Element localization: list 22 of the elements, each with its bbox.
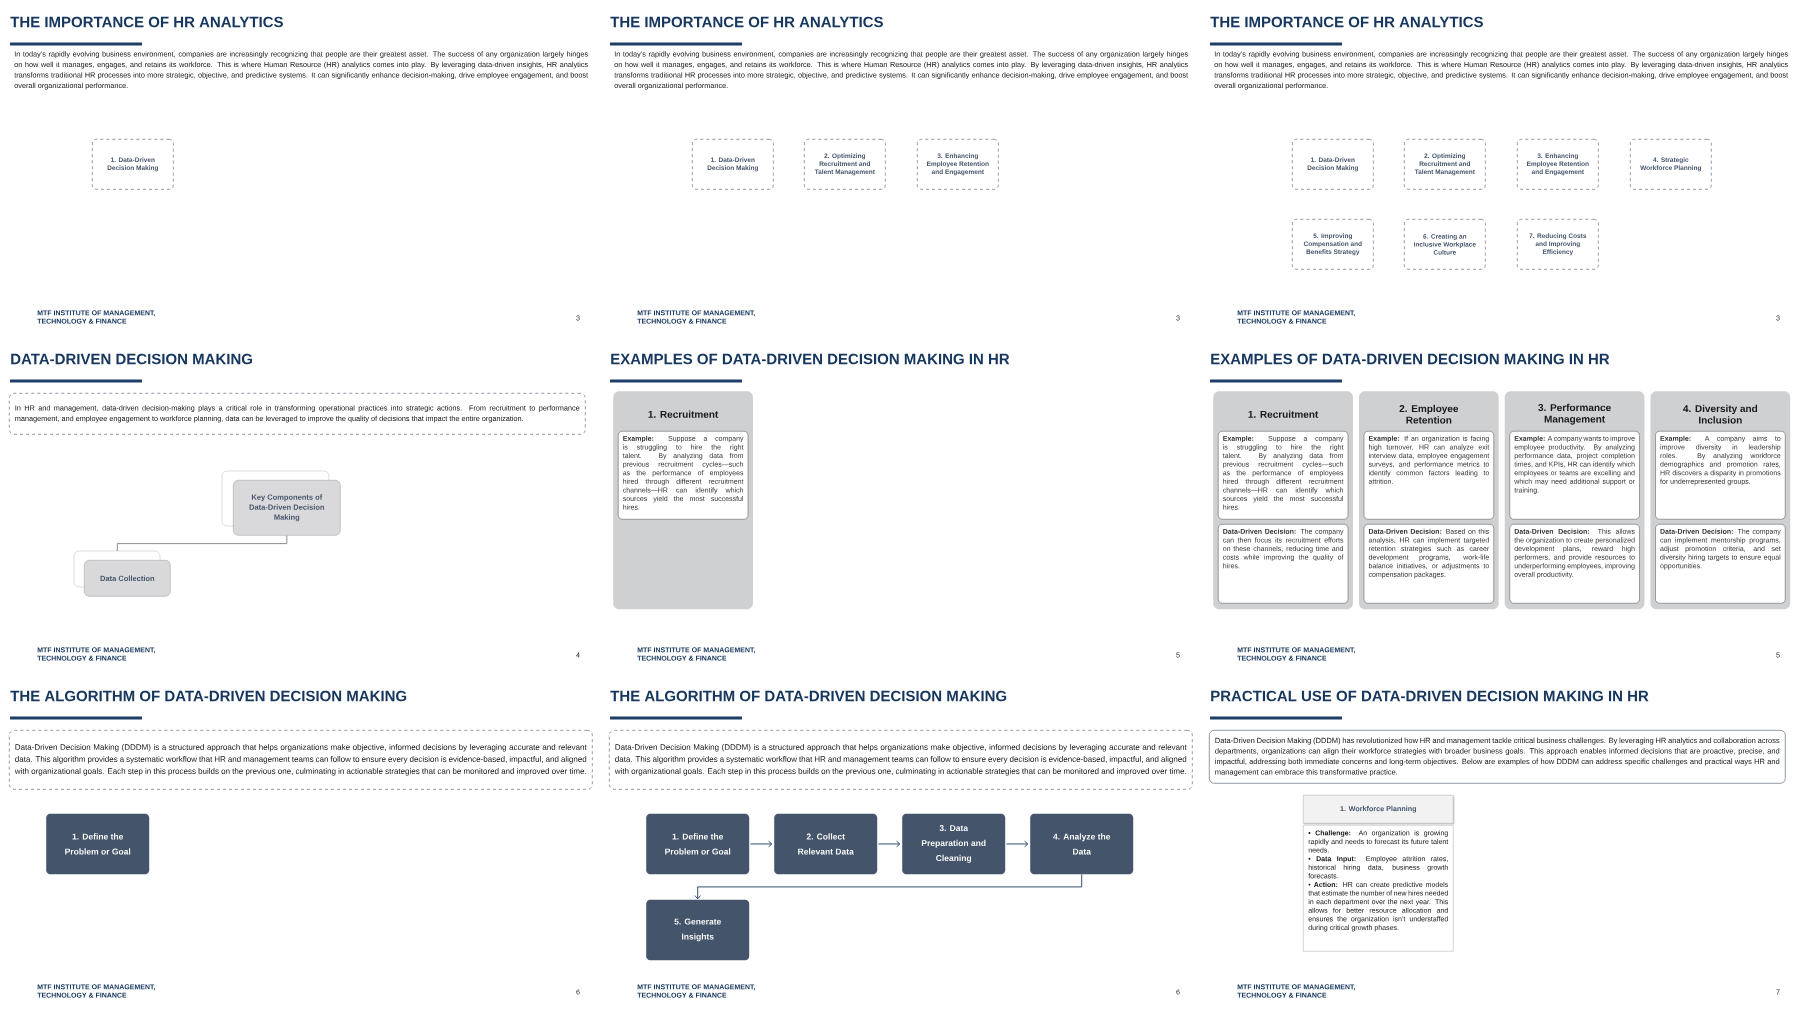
step-box: 5. Generate Insights <box>646 899 750 961</box>
arrow <box>694 873 1083 900</box>
arrow <box>749 840 773 848</box>
slide-title: THE IMPORTANCE OF HR ANALYTICS <box>1210 16 1483 28</box>
step-box: 4. Analyze the Data <box>1030 813 1134 875</box>
step-box: 2. Collect Relevant Data <box>774 813 878 875</box>
slide-title: EXAMPLES OF DATA-DRIVEN DECISION MAKING IN HR <box>1211 353 1610 365</box>
arrow <box>1005 840 1029 848</box>
text-box: Data-Driven Decision Making (DDDM) is a structured approach that helps organizations make objective, informed decisions by leveraging accurate and relevant data. This algorithm provides a systematic workflow that HR and management teams can follow to ensure every decision is evidence-based, impactful, and aligned with organizational goals. Each step in this process builds on the previous one, culminating in actionable strategies that can be monitored and improved over time. <box>9 730 593 790</box>
arrow <box>877 840 901 848</box>
slide-title: THE IMPORTANCE OF HR ANALYTICS <box>610 16 883 28</box>
connector-line <box>116 535 288 552</box>
slide-title: THE ALGORITHM OF DATA-DRIVEN DECISION MAKING <box>10 690 407 702</box>
step-box: 3. Data Preparation and Cleaning <box>902 813 1006 875</box>
slide-title: DATA-DRIVEN DECISION MAKING <box>11 353 252 365</box>
slide-title: THE IMPORTANCE OF HR ANALYTICS <box>10 16 283 28</box>
step-box: 1. Define the Problem or Goal <box>646 813 750 875</box>
slide-title: EXAMPLES OF DATA-DRIVEN DECISION MAKING IN HR <box>611 353 1010 365</box>
step-box: 1. Define the Problem or Goal <box>46 813 150 875</box>
slide-title: THE ALGORITHM OF DATA-DRIVEN DECISION MAKING <box>610 690 1007 702</box>
text-box: Data-Driven Decision Making (DDDM) is a structured approach that helps organizations make objective, informed decisions by leveraging accurate and relevant data. This algorithm provides a systematic workflow that HR and management teams can follow to ensure every decision is evidence-based, impactful, and aligned with organizational goals. Each step in this process builds on the previous one, culminating in actionable strategies that can be monitored and improved over time. <box>609 730 1193 790</box>
slide-title: PRACTICAL USE OF DATA-DRIVEN DECISION MAKING IN HR <box>1211 690 1649 702</box>
